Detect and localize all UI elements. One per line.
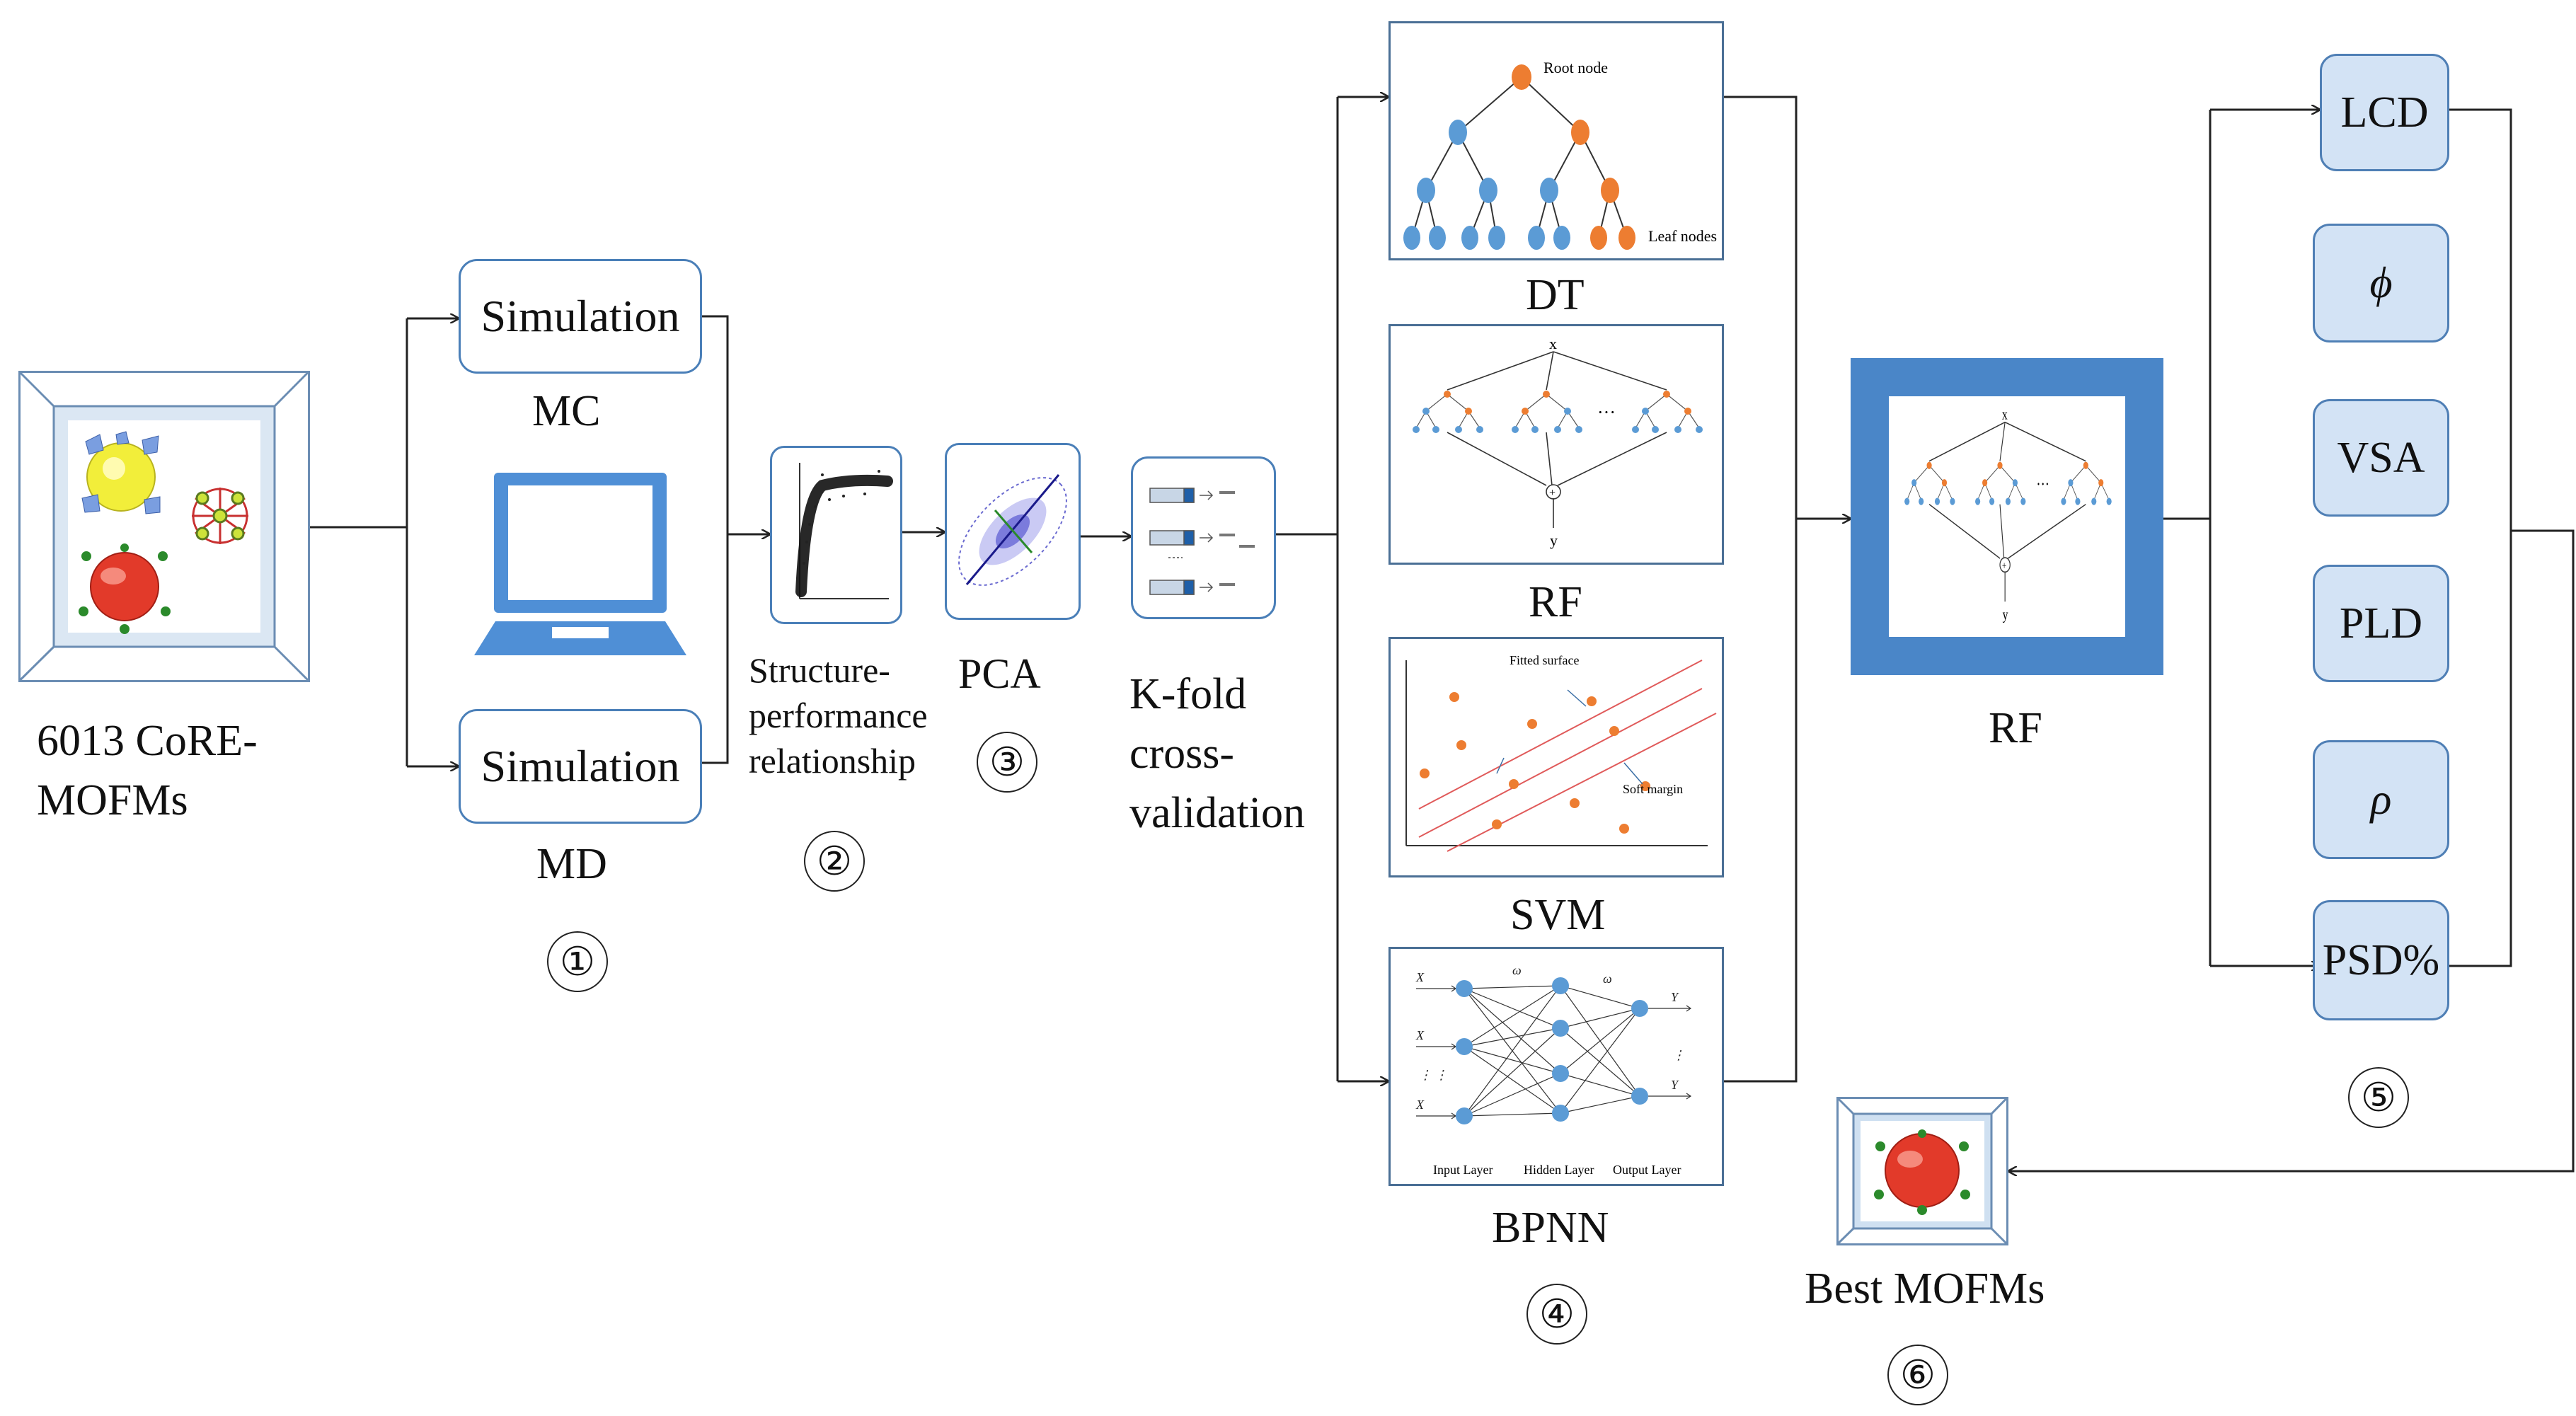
laptop-icon (474, 473, 686, 655)
pca-plot-panel (945, 443, 1081, 620)
feature-pld[interactable]: PLD (2313, 565, 2449, 682)
best-rf-label: RF (1989, 704, 2042, 752)
kfold-label-line3: validation (1129, 789, 1305, 837)
best-rf-output-y: y (2003, 606, 2008, 623)
step-2-badge: ② (804, 831, 865, 892)
step-4-badge: ④ (1526, 1284, 1587, 1345)
rf-sum-node (1546, 484, 1561, 500)
svm-model-panel: Fitted surface Soft margin (1388, 637, 1724, 877)
svm-label: SVM (1510, 891, 1606, 939)
svg-text:⋮ ⋮: ⋮ ⋮ (1419, 1068, 1448, 1082)
md-simulation-button[interactable]: Simulation (459, 709, 702, 824)
relationship-plot-panel (770, 446, 902, 624)
best-rf-input-x: x (2002, 406, 2008, 423)
rf-forest-trees (1413, 391, 1703, 433)
svg-text:ω: ω (1512, 963, 1522, 977)
svg-text:X: X (1415, 970, 1425, 984)
step-5-badge: ⑤ (2348, 1067, 2409, 1128)
best-mofs-illustration (1836, 1097, 2008, 1245)
svg-text:X: X (1415, 1028, 1425, 1042)
relationship-label-line1: Structure- (749, 650, 890, 690)
rf-sum-sign: + (1549, 487, 1556, 499)
best-rf-forest-diagram: x ··· + y (1904, 406, 2112, 623)
mofs-structure-illustration (18, 371, 310, 682)
best-mofs-panel (1836, 1097, 2008, 1245)
relationship-label-line2: performance (749, 696, 928, 735)
svg-text:Y: Y (1671, 990, 1679, 1004)
wireframe-structure-icon (192, 488, 248, 544)
mc-simulation-button[interactable]: Simulation (459, 259, 702, 374)
svm-points (1420, 692, 1650, 834)
feature-lcd[interactable]: LCD (2320, 54, 2449, 171)
bpnn-input-label: Input Layer (1433, 1163, 1493, 1177)
kfold-panel (1131, 456, 1276, 619)
md-label: MD (536, 840, 607, 888)
best-rf-ellipsis: ··· (2036, 473, 2049, 494)
svg-text:ω: ω (1603, 972, 1612, 986)
step-3-badge: ③ (977, 732, 1037, 793)
rf-model-panel: x ··· + y (1388, 324, 1724, 565)
kfold-label-line1: K-fold (1129, 670, 1247, 718)
mc-simulation-label: Simulation (481, 291, 680, 341)
step-1-badge: ① (547, 931, 608, 992)
neural-network-diagram: XXX ωω YY ⋮ ⋮⋮ Input Layer Hidden Layer … (1415, 963, 1692, 1177)
bpnn-hidden-label: Hidden Layer (1524, 1163, 1594, 1177)
svm-fitted-label: Fitted surface (1510, 653, 1579, 667)
bpnn-label: BPNN (1492, 1204, 1609, 1252)
rf-label: RF (1529, 578, 1582, 626)
kfold-split-thumbnail (1149, 488, 1255, 595)
feature-porosity[interactable]: ϕ (2313, 224, 2449, 343)
best-rf-sum-sign: + (2002, 559, 2006, 572)
svm-diagram: Fitted surface Soft margin (1405, 653, 1717, 852)
relationship-label-line3: relationship (749, 741, 916, 781)
red-sphere-icon (79, 543, 171, 634)
pca-scatter-thumbnail (958, 474, 1067, 586)
feature-density[interactable]: ρ (2313, 740, 2449, 859)
best-rf-panel: x ··· + y (1851, 358, 2163, 675)
svg-text:X: X (1415, 1098, 1425, 1112)
dt-model-panel: Root node Leaf nodes (1388, 21, 1724, 260)
md-simulation-label: Simulation (481, 741, 680, 791)
random-forest-diagram: x ··· + y (1413, 335, 1703, 549)
feature-psd[interactable]: PSD% (2313, 900, 2449, 1020)
best-rf-inner: x ··· + y (1889, 396, 2125, 637)
bpnn-neurons (1456, 977, 1648, 1124)
step-6-badge: ⑥ (1887, 1345, 1948, 1405)
rf-output-y: y (1550, 531, 1558, 549)
scatter-trend-thumbnail (795, 463, 893, 599)
dt-root-label: Root node (1543, 59, 1608, 76)
mc-label: MC (532, 387, 601, 435)
mofs-label-line2: MOFMs (37, 776, 188, 824)
mofs-label-line1: 6013 CoRE- (37, 717, 258, 765)
svm-margin-label: Soft margin (1623, 782, 1683, 796)
rf-input-x: x (1549, 335, 1557, 352)
yellow-pore-icon (81, 431, 161, 514)
svg-text:⋮: ⋮ (1672, 1048, 1685, 1062)
rf-ellipsis: ··· (1597, 402, 1616, 422)
svg-text:Y: Y (1671, 1078, 1679, 1092)
decision-tree-diagram: Root node Leaf nodes (1403, 59, 1717, 250)
feature-vsa[interactable]: VSA (2313, 399, 2449, 517)
mofs-input-panel (18, 371, 310, 682)
dt-label: DT (1526, 271, 1585, 319)
kfold-label-line2: cross- (1129, 730, 1235, 778)
best-mofs-label: Best MOFMs (1805, 1265, 2045, 1313)
dt-nodes (1403, 64, 1635, 250)
pca-label: PCA (958, 650, 1041, 697)
dt-leaf-label: Leaf nodes (1648, 227, 1717, 245)
bpnn-output-label: Output Layer (1613, 1163, 1681, 1177)
